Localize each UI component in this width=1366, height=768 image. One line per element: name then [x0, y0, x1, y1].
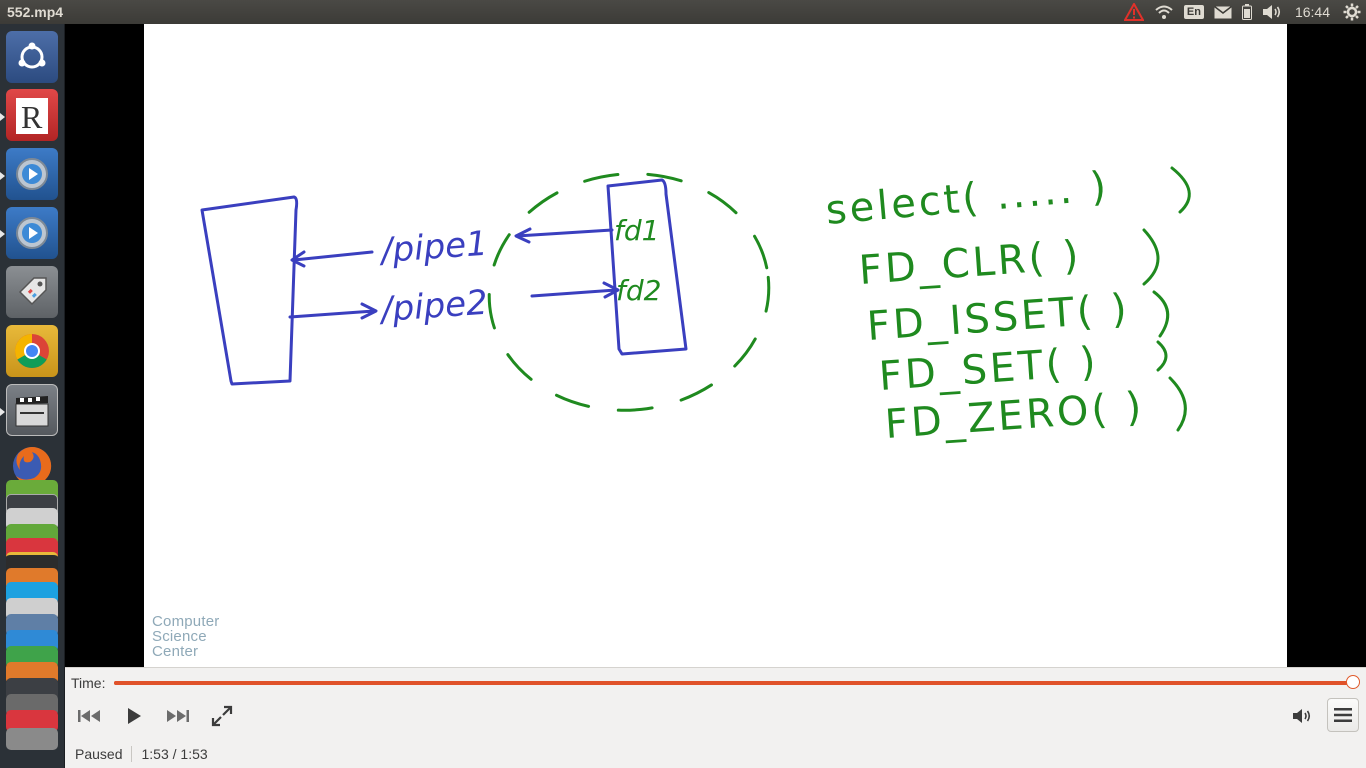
tag-manager-icon[interactable]: [6, 266, 58, 318]
volume-button[interactable]: [1287, 701, 1317, 731]
play-icon: [128, 708, 141, 724]
running-indicator: [0, 230, 5, 238]
language-label: En: [1183, 5, 1204, 19]
running-indicator: [0, 172, 5, 180]
fd-box: [606, 178, 688, 356]
whiteboard-frame: /pipe1 /pipe2 fd1 fd2 select( ..... ) FD…: [144, 24, 1287, 667]
skip-back-button[interactable]: [75, 701, 105, 731]
skip-back-icon: [78, 710, 100, 722]
label-pipe2: /pipe2: [377, 283, 489, 331]
fullscreen-button[interactable]: [207, 701, 237, 731]
svg-text:R: R: [21, 99, 43, 135]
bracket-zero: [1168, 376, 1187, 432]
arrow-pipe2: [288, 302, 378, 320]
volume-icon[interactable]: [1257, 0, 1287, 24]
chrome-icon[interactable]: [6, 325, 58, 377]
dash-home-icon[interactable]: [6, 31, 58, 83]
watermark-line: Center: [152, 643, 199, 660]
battery-icon[interactable]: [1237, 0, 1257, 24]
label-fd1: fd1: [614, 214, 659, 247]
mail-icon[interactable]: [1209, 0, 1237, 24]
settings-icon[interactable]: [6, 148, 58, 200]
speaker-icon: [1293, 709, 1311, 723]
firefox-icon[interactable]: [6, 440, 58, 492]
watermark-line: Science: [152, 628, 207, 645]
arrow-pipe1: [290, 250, 374, 268]
indicator-area: En 16:44: [1119, 0, 1366, 24]
time-label: Time:: [71, 675, 106, 691]
status-bar: Paused 1:53 / 1:53: [75, 746, 208, 762]
watermark-line: Computer: [152, 613, 220, 630]
skip-forward-icon: [167, 710, 189, 722]
wifi-icon[interactable]: [1149, 0, 1179, 24]
trash-icon[interactable]: [6, 728, 58, 750]
hamburger-menu-icon: [1334, 708, 1352, 722]
clock[interactable]: 16:44: [1294, 4, 1330, 20]
running-indicator: [0, 408, 5, 416]
bracket-clr: [1142, 228, 1160, 286]
fn-fd-clr: FD_CLR( ): [857, 233, 1082, 294]
bracket-select: [1170, 166, 1191, 214]
dashed-circle: [487, 172, 771, 412]
player-controls: Time: Paused 1:53 / 1:53: [65, 667, 1366, 768]
launcher: R: [0, 24, 65, 768]
label-pipe1: /pipe1: [377, 224, 489, 272]
skip-forward-button[interactable]: [162, 701, 192, 731]
status-divider: [131, 746, 133, 762]
seek-progress: [114, 681, 1354, 685]
keyboard-language-indicator[interactable]: En: [1179, 0, 1209, 24]
bracket-set: [1156, 340, 1168, 372]
stacked-launcher-item[interactable]: [6, 710, 58, 732]
bracket-isset: [1152, 290, 1170, 338]
system-gear-icon[interactable]: [1338, 0, 1366, 24]
seek-bar[interactable]: [114, 675, 1360, 689]
running-indicator: [0, 113, 5, 121]
warning-icon[interactable]: [1119, 0, 1149, 24]
window-title: 552.mp4: [7, 4, 64, 20]
rstudio-icon[interactable]: R: [6, 89, 58, 141]
video-display[interactable]: /pipe1 /pipe2 fd1 fd2 select( ..... ) FD…: [65, 24, 1366, 667]
fn-select: select( ..... ): [824, 163, 1111, 234]
arrow-fd2: [530, 281, 620, 299]
playback-status: Paused: [75, 746, 123, 762]
label-fd2: fd2: [616, 274, 661, 307]
watermark-logo: Computer Science Center: [152, 614, 219, 659]
seek-handle[interactable]: [1346, 675, 1360, 689]
menu-button[interactable]: [1327, 698, 1359, 732]
top-panel: 552.mp4 En 16:44: [0, 0, 1366, 24]
play-button[interactable]: [119, 701, 149, 731]
arrow-fd1: [514, 227, 614, 244]
time-display: 1:53 / 1:53: [141, 746, 208, 762]
whiteboard-drawing: /pipe1 /pipe2 fd1 fd2 select( ..... ) FD…: [200, 163, 1191, 448]
settings-icon-2[interactable]: [6, 207, 58, 259]
fullscreen-icon: [211, 705, 233, 727]
process-box: [200, 195, 299, 386]
video-editor-icon[interactable]: [6, 384, 58, 436]
